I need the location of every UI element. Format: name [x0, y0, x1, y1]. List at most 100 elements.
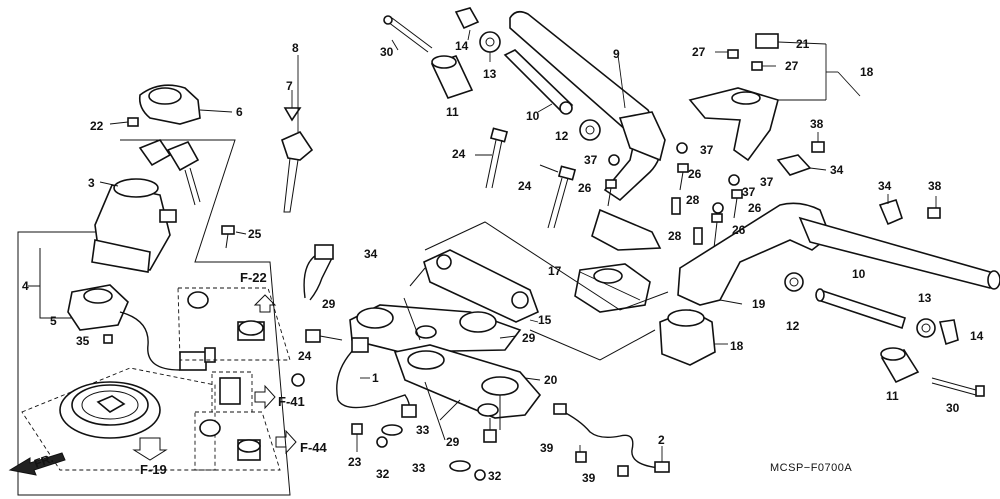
front-direction-arrow — [8, 452, 66, 476]
nut-37-a — [608, 154, 620, 166]
label-11-right: 11 — [886, 389, 899, 403]
label-37-a: 37 — [584, 153, 598, 167]
clip-34-upper — [776, 154, 827, 176]
label-37-b: 37 — [700, 143, 714, 157]
bolt-32-a — [376, 436, 388, 448]
holder-part — [138, 84, 233, 125]
reference-labels: F-22 F-41 F-44 F-19 — [140, 270, 328, 477]
label-10-top: 10 — [526, 109, 540, 123]
wire-35 — [303, 244, 334, 301]
label-17: 18 — [860, 65, 874, 79]
label-26-b: 26 — [688, 167, 702, 181]
label-36: 35 — [76, 334, 90, 348]
label-14-top: 14 — [455, 39, 469, 53]
label-28-b: 28 — [668, 229, 682, 243]
label-35: 34 — [364, 247, 378, 261]
nut-37-b — [676, 142, 688, 154]
label-24-a: 24 — [298, 349, 312, 363]
label-22: 22 — [90, 119, 104, 133]
label-28-a: 28 — [686, 193, 700, 207]
bolt-26-c — [731, 189, 743, 219]
nut-37-c — [728, 174, 740, 186]
nut-13-right — [916, 318, 936, 338]
bolt-24-a — [291, 373, 305, 387]
label-12-top: 12 — [555, 129, 569, 143]
label-34-upper: 34 — [830, 163, 844, 177]
clip-14-top — [454, 7, 480, 30]
shaft-10-top — [503, 49, 574, 115]
bolt-30-top — [383, 15, 433, 53]
bolt-24-b — [351, 423, 363, 452]
label-9: 9 — [613, 47, 620, 61]
label-24-b: 23 — [348, 455, 362, 469]
wire-1 — [336, 337, 417, 418]
label-7: 7 — [286, 79, 293, 93]
key-7 — [283, 107, 302, 122]
label-23-b: 24 — [518, 179, 532, 193]
wire-2 — [553, 403, 670, 473]
bolt-30-right — [931, 377, 985, 397]
bolt-26-d — [711, 213, 723, 249]
label-13-top: 13 — [483, 67, 497, 81]
bolt-27-b — [751, 61, 776, 71]
label-19: 19 — [752, 297, 766, 311]
handlebar-19 — [677, 202, 1000, 306]
bolt-28-a — [671, 197, 681, 215]
label-31: 29 — [522, 331, 536, 345]
label-2: 2 — [658, 433, 665, 447]
bolt-25 — [221, 225, 247, 249]
label-32-a: 32 — [376, 467, 390, 481]
shaft-10-right — [815, 288, 906, 330]
label-1: 1 — [372, 371, 379, 385]
label-37-d: 37 — [760, 175, 774, 189]
label-10-right: 10 — [852, 267, 866, 281]
bolt-27-a — [715, 49, 739, 59]
ref-f41: F-41 — [278, 394, 305, 409]
label-30-right: 30 — [946, 401, 960, 415]
assembly-lines — [403, 164, 669, 441]
label-34-right: 34 — [878, 179, 892, 193]
clip-39-a — [575, 445, 587, 463]
nut-13-top — [479, 31, 501, 53]
bolt-22 — [109, 117, 139, 127]
ignition-switch — [91, 178, 177, 273]
nut-12-right — [784, 272, 804, 292]
part-labels: 30 14 13 11 10 12 9 8 7 6 22 3 25 4 5 35… — [22, 37, 984, 485]
lock-cylinders-lower — [194, 411, 297, 471]
key-8 — [281, 55, 314, 213]
label-6: 6 — [236, 105, 243, 119]
top-bridge-15 — [423, 249, 540, 323]
lock-cylinders-middle — [211, 371, 276, 413]
lock-cylinders-upper — [177, 287, 291, 361]
label-11-top: 11 — [446, 105, 459, 119]
label-39-b: 39 — [582, 471, 596, 485]
label-38-right: 38 — [928, 179, 942, 193]
washer-33-a — [381, 424, 403, 436]
ref-f22: F-22 — [240, 270, 267, 285]
bolt-29-a — [305, 329, 343, 343]
bolt-26-a — [605, 179, 617, 207]
label-26-a: 26 — [578, 181, 592, 195]
nut-37-d — [712, 202, 724, 214]
clip-14-right — [938, 319, 959, 346]
washer-33-b — [449, 460, 471, 472]
bolt-32-b — [474, 469, 486, 481]
label-15: 15 — [538, 313, 552, 327]
label-3: 3 — [88, 176, 95, 190]
holder-16 — [574, 263, 651, 313]
label-26-d: 26 — [732, 223, 746, 237]
bolt-38-right — [927, 196, 941, 219]
label-39-a: 39 — [540, 441, 554, 455]
nut-12-top — [579, 119, 601, 141]
ignition-outline — [17, 139, 291, 496]
bolt-29-b — [483, 418, 497, 443]
label-5: 5 — [50, 314, 57, 328]
bolt-23-a — [485, 127, 509, 189]
bolt-23-b — [547, 165, 577, 229]
label-25: 25 — [248, 227, 262, 241]
label-29-b: 29 — [446, 435, 460, 449]
collar-11-top — [430, 55, 474, 99]
label-18: 18 — [730, 339, 744, 353]
label-4: 4 — [22, 279, 29, 293]
